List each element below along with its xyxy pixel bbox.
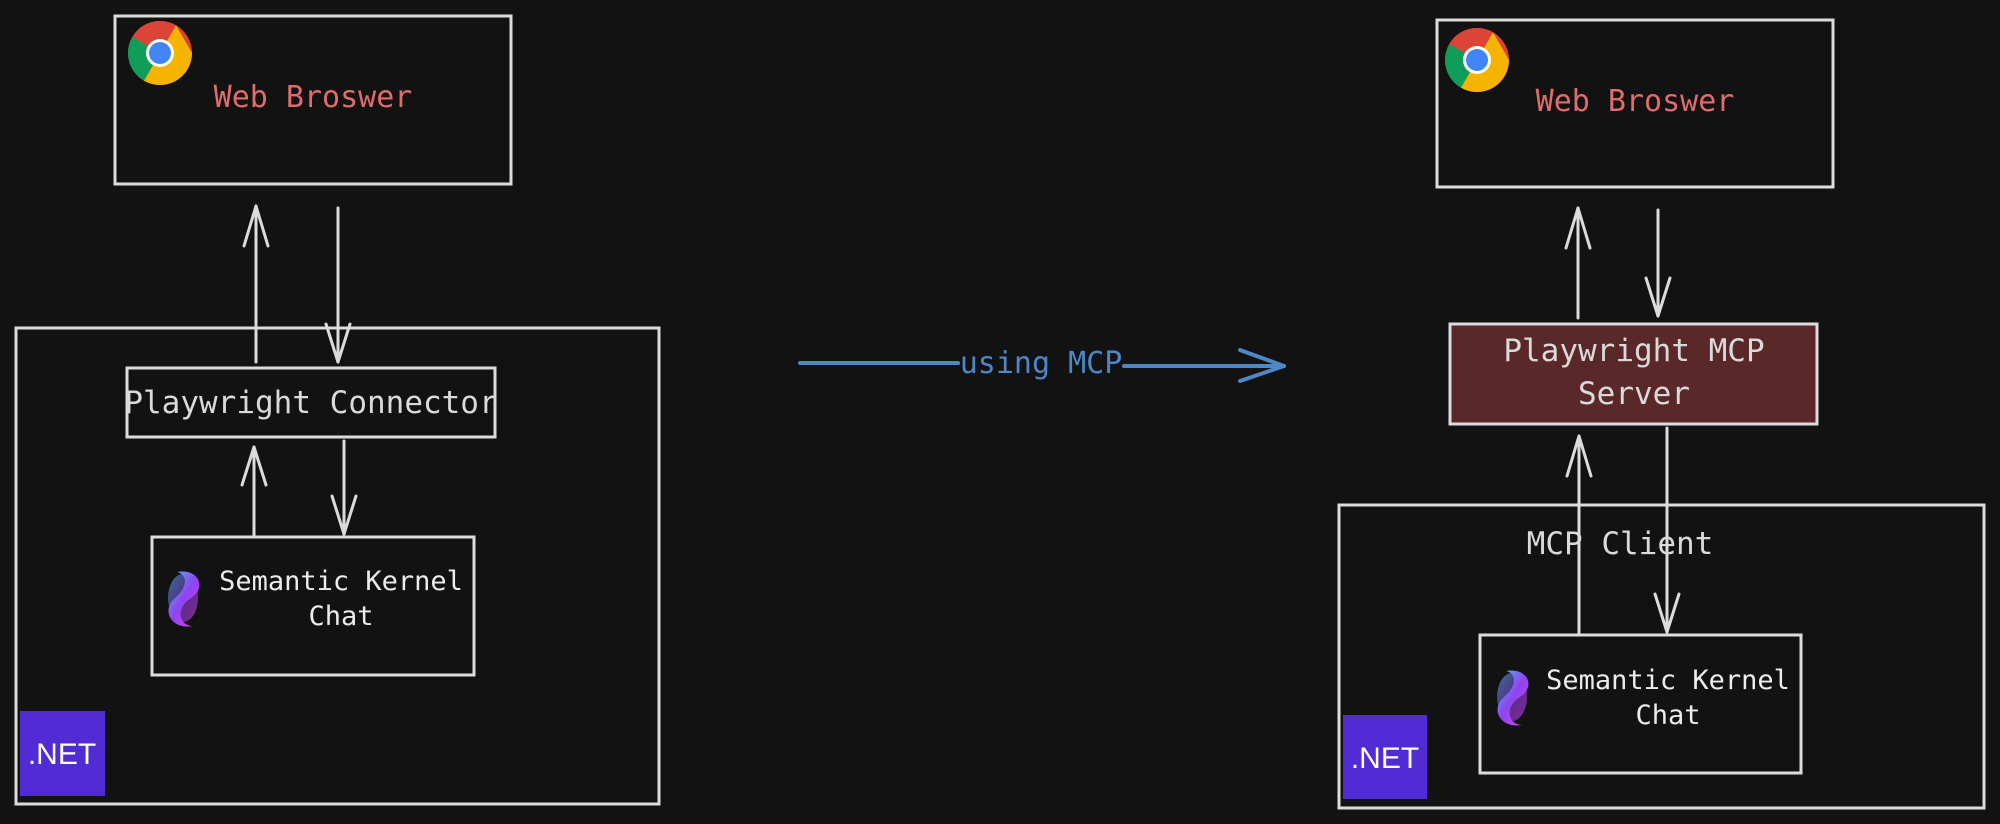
right-browser-server-arrows bbox=[1564, 206, 1672, 320]
left-browser-label: Web Broswer bbox=[214, 80, 413, 115]
right-architecture: Web Broswer MCP Client Playwright MCP Se… bbox=[1337, 18, 1986, 810]
left-connector-sk-arrows bbox=[240, 439, 358, 537]
left-dotnet-badge: .NET bbox=[20, 711, 105, 796]
semantic-kernel-icon bbox=[168, 571, 200, 627]
mcp-server-label-line2: Server bbox=[1578, 376, 1690, 412]
using-mcp-arrow: using MCP bbox=[798, 346, 1286, 383]
left-semantic-kernel-box: Semantic Kernel Chat bbox=[150, 535, 476, 677]
right-browser-box: Web Broswer bbox=[1435, 18, 1835, 189]
left-sk-label-line2: Chat bbox=[308, 601, 373, 632]
mcp-client-label: MCP Client bbox=[1527, 526, 1714, 562]
chrome-icon bbox=[128, 21, 192, 85]
semantic-kernel-icon bbox=[1497, 670, 1529, 726]
right-sk-label-line2: Chat bbox=[1635, 700, 1700, 731]
left-browser-connector-arrows bbox=[242, 204, 352, 364]
mcp-server-label-line1: Playwright MCP bbox=[1503, 333, 1764, 369]
left-sk-label-line1: Semantic Kernel bbox=[219, 566, 463, 597]
right-dotnet-badge: .NET bbox=[1343, 715, 1427, 799]
left-browser-box: Web Broswer bbox=[113, 14, 513, 186]
playwright-connector-box: Playwright Connector bbox=[124, 366, 498, 439]
using-mcp-label: using MCP bbox=[960, 346, 1123, 381]
chrome-icon bbox=[1445, 28, 1509, 92]
left-architecture: Web Broswer Playwright Connector bbox=[14, 14, 661, 806]
playwright-mcp-server-box: Playwright MCP Server bbox=[1448, 322, 1819, 426]
right-server-sk-arrows bbox=[1565, 426, 1681, 636]
right-semantic-kernel-box: Semantic Kernel Chat bbox=[1478, 633, 1803, 775]
right-sk-label-line1: Semantic Kernel bbox=[1546, 665, 1790, 696]
playwright-connector-label: Playwright Connector bbox=[124, 385, 497, 421]
right-dotnet-label: .NET bbox=[1351, 742, 1419, 775]
mcp-client-container: MCP Client bbox=[1337, 503, 1986, 810]
left-dotnet-label: .NET bbox=[28, 738, 96, 771]
right-browser-label: Web Broswer bbox=[1536, 84, 1735, 119]
